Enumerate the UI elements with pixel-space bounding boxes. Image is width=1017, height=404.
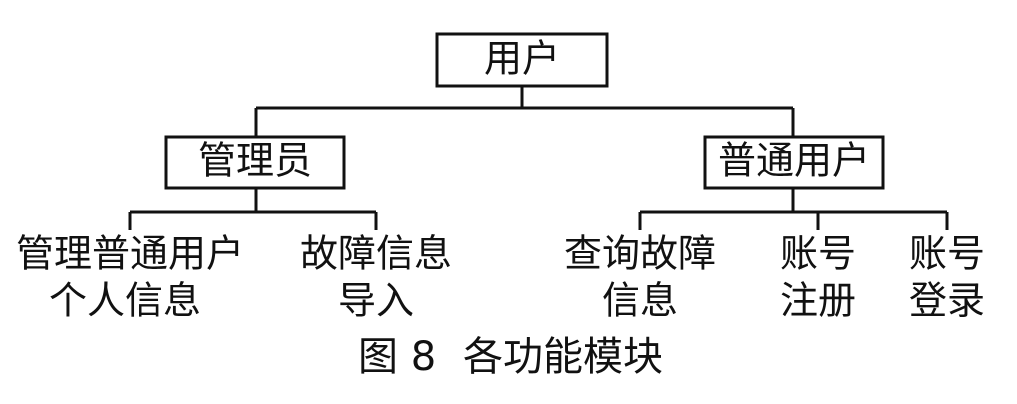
query-fault-leaf: 查询故障 信息: [564, 232, 716, 323]
login-leaf: 账号 登录: [909, 232, 985, 323]
fault-import-leaf: 故障信息 导入: [300, 232, 452, 323]
manage-users-label-line2: 个人信息: [49, 279, 201, 323]
register-leaf: 账号 注册: [780, 232, 856, 323]
fault-import-label-line1: 故障信息: [300, 232, 452, 276]
query-fault-label-line1: 查询故障: [564, 232, 716, 276]
caption-number: 图 8: [358, 334, 436, 380]
root-box: [435, 32, 609, 88]
user-box: [703, 135, 885, 190]
admin-node: 管理员: [164, 135, 346, 190]
manage-users-label-line1: 管理普通用户: [16, 232, 244, 276]
caption-text: 各功能模块: [463, 334, 663, 380]
register-label-line2: 注册: [780, 279, 856, 323]
login-label-line1: 账号: [909, 232, 985, 276]
admin-box: [164, 135, 346, 190]
login-label-line2: 登录: [909, 279, 985, 323]
manage-users-leaf: 管理普通用户 个人信息: [16, 232, 244, 323]
query-fault-label-line2: 信息: [602, 279, 678, 323]
root-node: 用户: [435, 32, 609, 88]
user-label: 普通用户: [718, 139, 870, 183]
admin-label: 管理员: [198, 139, 312, 183]
root-label: 用户: [484, 37, 560, 81]
user-node: 普通用户: [703, 135, 885, 190]
register-label-line1: 账号: [780, 232, 856, 276]
figure-caption: 图 8 各功能模块: [358, 334, 663, 380]
fault-import-label-line2: 导入: [338, 279, 414, 323]
connectors: [128, 86, 949, 230]
